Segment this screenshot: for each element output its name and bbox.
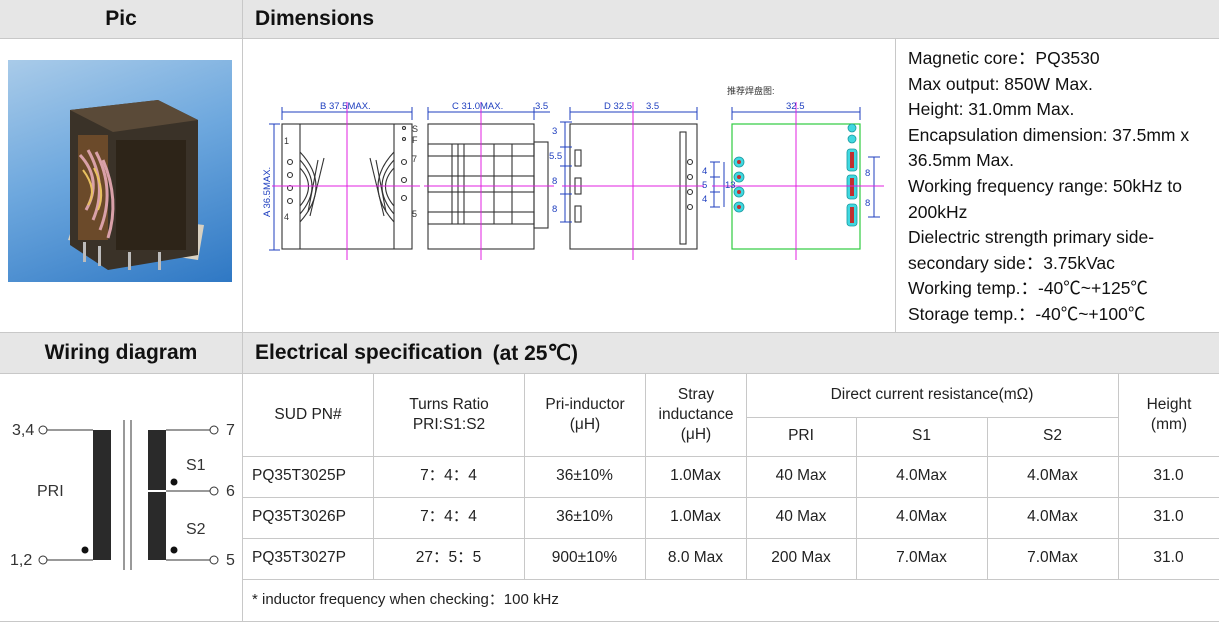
dim-8a-label: 8 (552, 176, 557, 187)
table-row-1-turns: 7：4：4 (420, 467, 477, 485)
product-photo (8, 60, 232, 282)
table-row-2-dcr-s1: 4.0Max (896, 508, 947, 526)
wiring-pin-12: 1,2 (10, 552, 32, 569)
electrical-header-label: Electrical specification (255, 341, 483, 364)
col-header-dcr-s2: S2 (1043, 427, 1062, 445)
wiring-pin-34: 3,4 (12, 422, 34, 439)
dim-c-label: C 31.0MAX. (452, 101, 503, 112)
side-8a-label: 8 (865, 168, 870, 179)
table-row-1-dcr-s2: 4.0Max (1027, 467, 1078, 485)
wiring-pin-6: 6 (226, 483, 235, 500)
table-row-2-dcr-pri: 40 Max (775, 508, 827, 526)
wiring-header: Wiring diagram (0, 333, 242, 373)
pic-header: Pic (0, 0, 242, 38)
table-row-3-turns: 27：5：5 (415, 549, 482, 567)
spec-item: Height: 31.0mm Max. (908, 99, 1075, 120)
col-header-pn: SUD PN# (274, 405, 342, 423)
side-8b-label: 8 (865, 198, 870, 209)
table-row-1-pn: PQ35T3025P (252, 467, 346, 485)
wiring-s2-label: S2 (186, 521, 206, 538)
dim-d-label: D 32.5 (604, 101, 632, 112)
table-footnote: * inductor frequency when checking：100 k… (252, 591, 559, 609)
side-13-label: 13 (725, 180, 736, 191)
col-header-stray: Stray inductance (μH) (658, 385, 734, 444)
wiring-header-label: Wiring diagram (44, 341, 198, 364)
dim-3-label: 3 (552, 126, 557, 137)
pin-4-label: 4 (284, 212, 289, 222)
wiring-pin-5: 5 (226, 552, 235, 569)
table-row-3-stray: 8.0 Max (667, 549, 724, 567)
pcb-title: 推荐焊盘图: (727, 85, 775, 96)
table-row-3-pn: PQ35T3027P (252, 549, 346, 567)
spec-item: Magnetic core：PQ3530 (908, 48, 1100, 68)
table-row-2-pri-inductor: 36±10% (556, 508, 613, 526)
dim-a-label: A 36.5MAX. (262, 167, 273, 217)
spec-item: Max output: 850W Max. (908, 73, 1093, 94)
dimension-drawing: B 37.5MAX. C 31.0MAX. 3.5 D 32.5 3.5 32.… (262, 85, 884, 260)
spec-item: Storage temp.：-40℃~+100℃ (908, 303, 1146, 324)
pic-header-label: Pic (105, 7, 137, 30)
table-row-2-pn: PQ35T3026P (252, 508, 346, 526)
side-4a-label: 4 (702, 166, 707, 177)
col-header-pri-inductor: Pri-inductor (μH) (545, 395, 625, 433)
dim-b-label: B 37.5MAX. (320, 101, 371, 112)
table-row-3-pri-inductor: 900±10% (551, 549, 618, 567)
pin-7-label: 7 (412, 154, 417, 164)
pin-s-label: S (412, 124, 418, 134)
side-4b-label: 4 (702, 194, 707, 205)
dimensions-header-label: Dimensions (255, 7, 375, 30)
col-header-height: Height (mm) (1146, 395, 1192, 433)
wiring-pin-7: 7 (226, 422, 235, 439)
dim-d2-label: 3.5 (646, 101, 659, 112)
table-row-2-dcr-s2: 4.0Max (1027, 508, 1078, 526)
col-header-dcr-pri: PRI (788, 427, 814, 445)
dim-55-label: 5.5 (549, 151, 562, 162)
table-row-1-stray: 1.0Max (670, 467, 721, 485)
table-row-1-pri-inductor: 36±10% (556, 467, 613, 485)
table-row-2-turns: 7：4：4 (420, 508, 477, 526)
transformer-illustration (68, 100, 204, 270)
table-row-3-dcr-s2: 7.0Max (1027, 549, 1078, 567)
table-row-2-height: 31.0 (1153, 508, 1184, 526)
dimensions-header: Dimensions (243, 0, 1219, 38)
dim-pcb-label: 32.5 (786, 101, 805, 112)
col-header-dcr: Direct current resistance(mΩ) (830, 386, 1034, 404)
table-row-2-stray: 1.0Max (670, 508, 721, 526)
table-row-1-dcr-pri: 40 Max (775, 467, 827, 485)
col-header-dcr-s1: S1 (912, 427, 931, 445)
table-row-1-dcr-s1: 4.0Max (896, 467, 947, 485)
spec-item: Dielectric strength primary side-seconda… (908, 227, 1155, 273)
electrical-header: Electrical specification (at 25℃) (243, 333, 1219, 373)
spec-item: Working frequency range: 50kHz to 200kHz (908, 175, 1182, 222)
col-header-turns: Turns Ratio PRI:S1:S2 (409, 395, 489, 433)
wiring-diagram: 3,4 1,2 7 6 5 PRI S1 S2 (10, 420, 235, 570)
dim-35-label: 3.5 (535, 101, 548, 112)
spec-item: Working temp.：-40℃~+125℃ (908, 278, 1148, 299)
spec-item: Encapsulation dimension: 37.5mm x 36.5mm… (908, 124, 1190, 171)
electrical-header-condition: (at 25℃) (492, 341, 579, 365)
table-row-1-height: 31.0 (1153, 467, 1184, 485)
table-row-3-height: 31.0 (1153, 549, 1184, 567)
pin-5-label: 5 (412, 209, 417, 219)
table-row-3-dcr-pri: 200 Max (771, 549, 831, 567)
wiring-pri-label: PRI (37, 483, 64, 500)
dim-8b-label: 8 (552, 204, 557, 215)
pin-f-label: F (412, 135, 418, 145)
wiring-s1-label: S1 (186, 457, 206, 474)
table-row-3-dcr-s1: 7.0Max (896, 549, 947, 567)
spec-list: Magnetic core：PQ3530 Max output: 850W Ma… (908, 46, 1208, 328)
side-5-label: 5 (702, 180, 707, 191)
pin-1-label: 1 (284, 136, 289, 146)
